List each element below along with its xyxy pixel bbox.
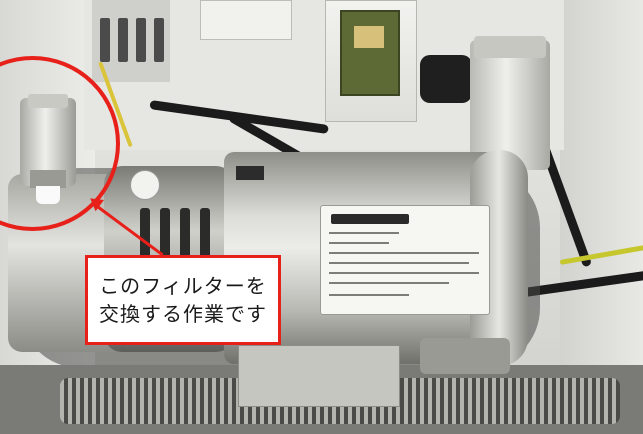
- nameplate-line: [329, 242, 389, 244]
- circuit-chip: [354, 26, 384, 48]
- terminal-slot: [118, 18, 128, 62]
- nameplate-line: [329, 282, 449, 284]
- cable-bundle: [420, 338, 510, 374]
- vent-slot: [200, 208, 210, 290]
- motor-label-tag: [236, 166, 264, 180]
- nameplate-line: [329, 272, 479, 274]
- motor-mount: [238, 345, 400, 407]
- callout-box: このフィルターを 交換する作業です: [85, 255, 281, 345]
- circuit-board: [340, 10, 400, 96]
- filter-cap: [474, 36, 546, 58]
- brand-logo: [331, 214, 409, 224]
- terminal-block: [92, 0, 170, 82]
- vent-slot: [160, 208, 170, 290]
- nameplate-line: [329, 252, 479, 254]
- motor-nameplate: [320, 205, 490, 315]
- relay-box: [200, 0, 292, 40]
- callout-text-line1: このフィルターを: [99, 274, 267, 298]
- callout-text-line2: 交換する作業です: [99, 302, 267, 326]
- vent-slot: [140, 208, 150, 290]
- terminal-slot: [136, 18, 146, 62]
- terminal-slot: [100, 18, 110, 62]
- nameplate-line: [329, 232, 399, 234]
- vent-slot: [180, 208, 190, 290]
- elbow-fitting: [420, 55, 472, 103]
- round-sticker: [130, 170, 160, 200]
- nameplate-line: [329, 262, 469, 264]
- nameplate-line: [329, 294, 409, 296]
- inline-filter-right: [470, 40, 550, 170]
- terminal-slot: [154, 18, 164, 62]
